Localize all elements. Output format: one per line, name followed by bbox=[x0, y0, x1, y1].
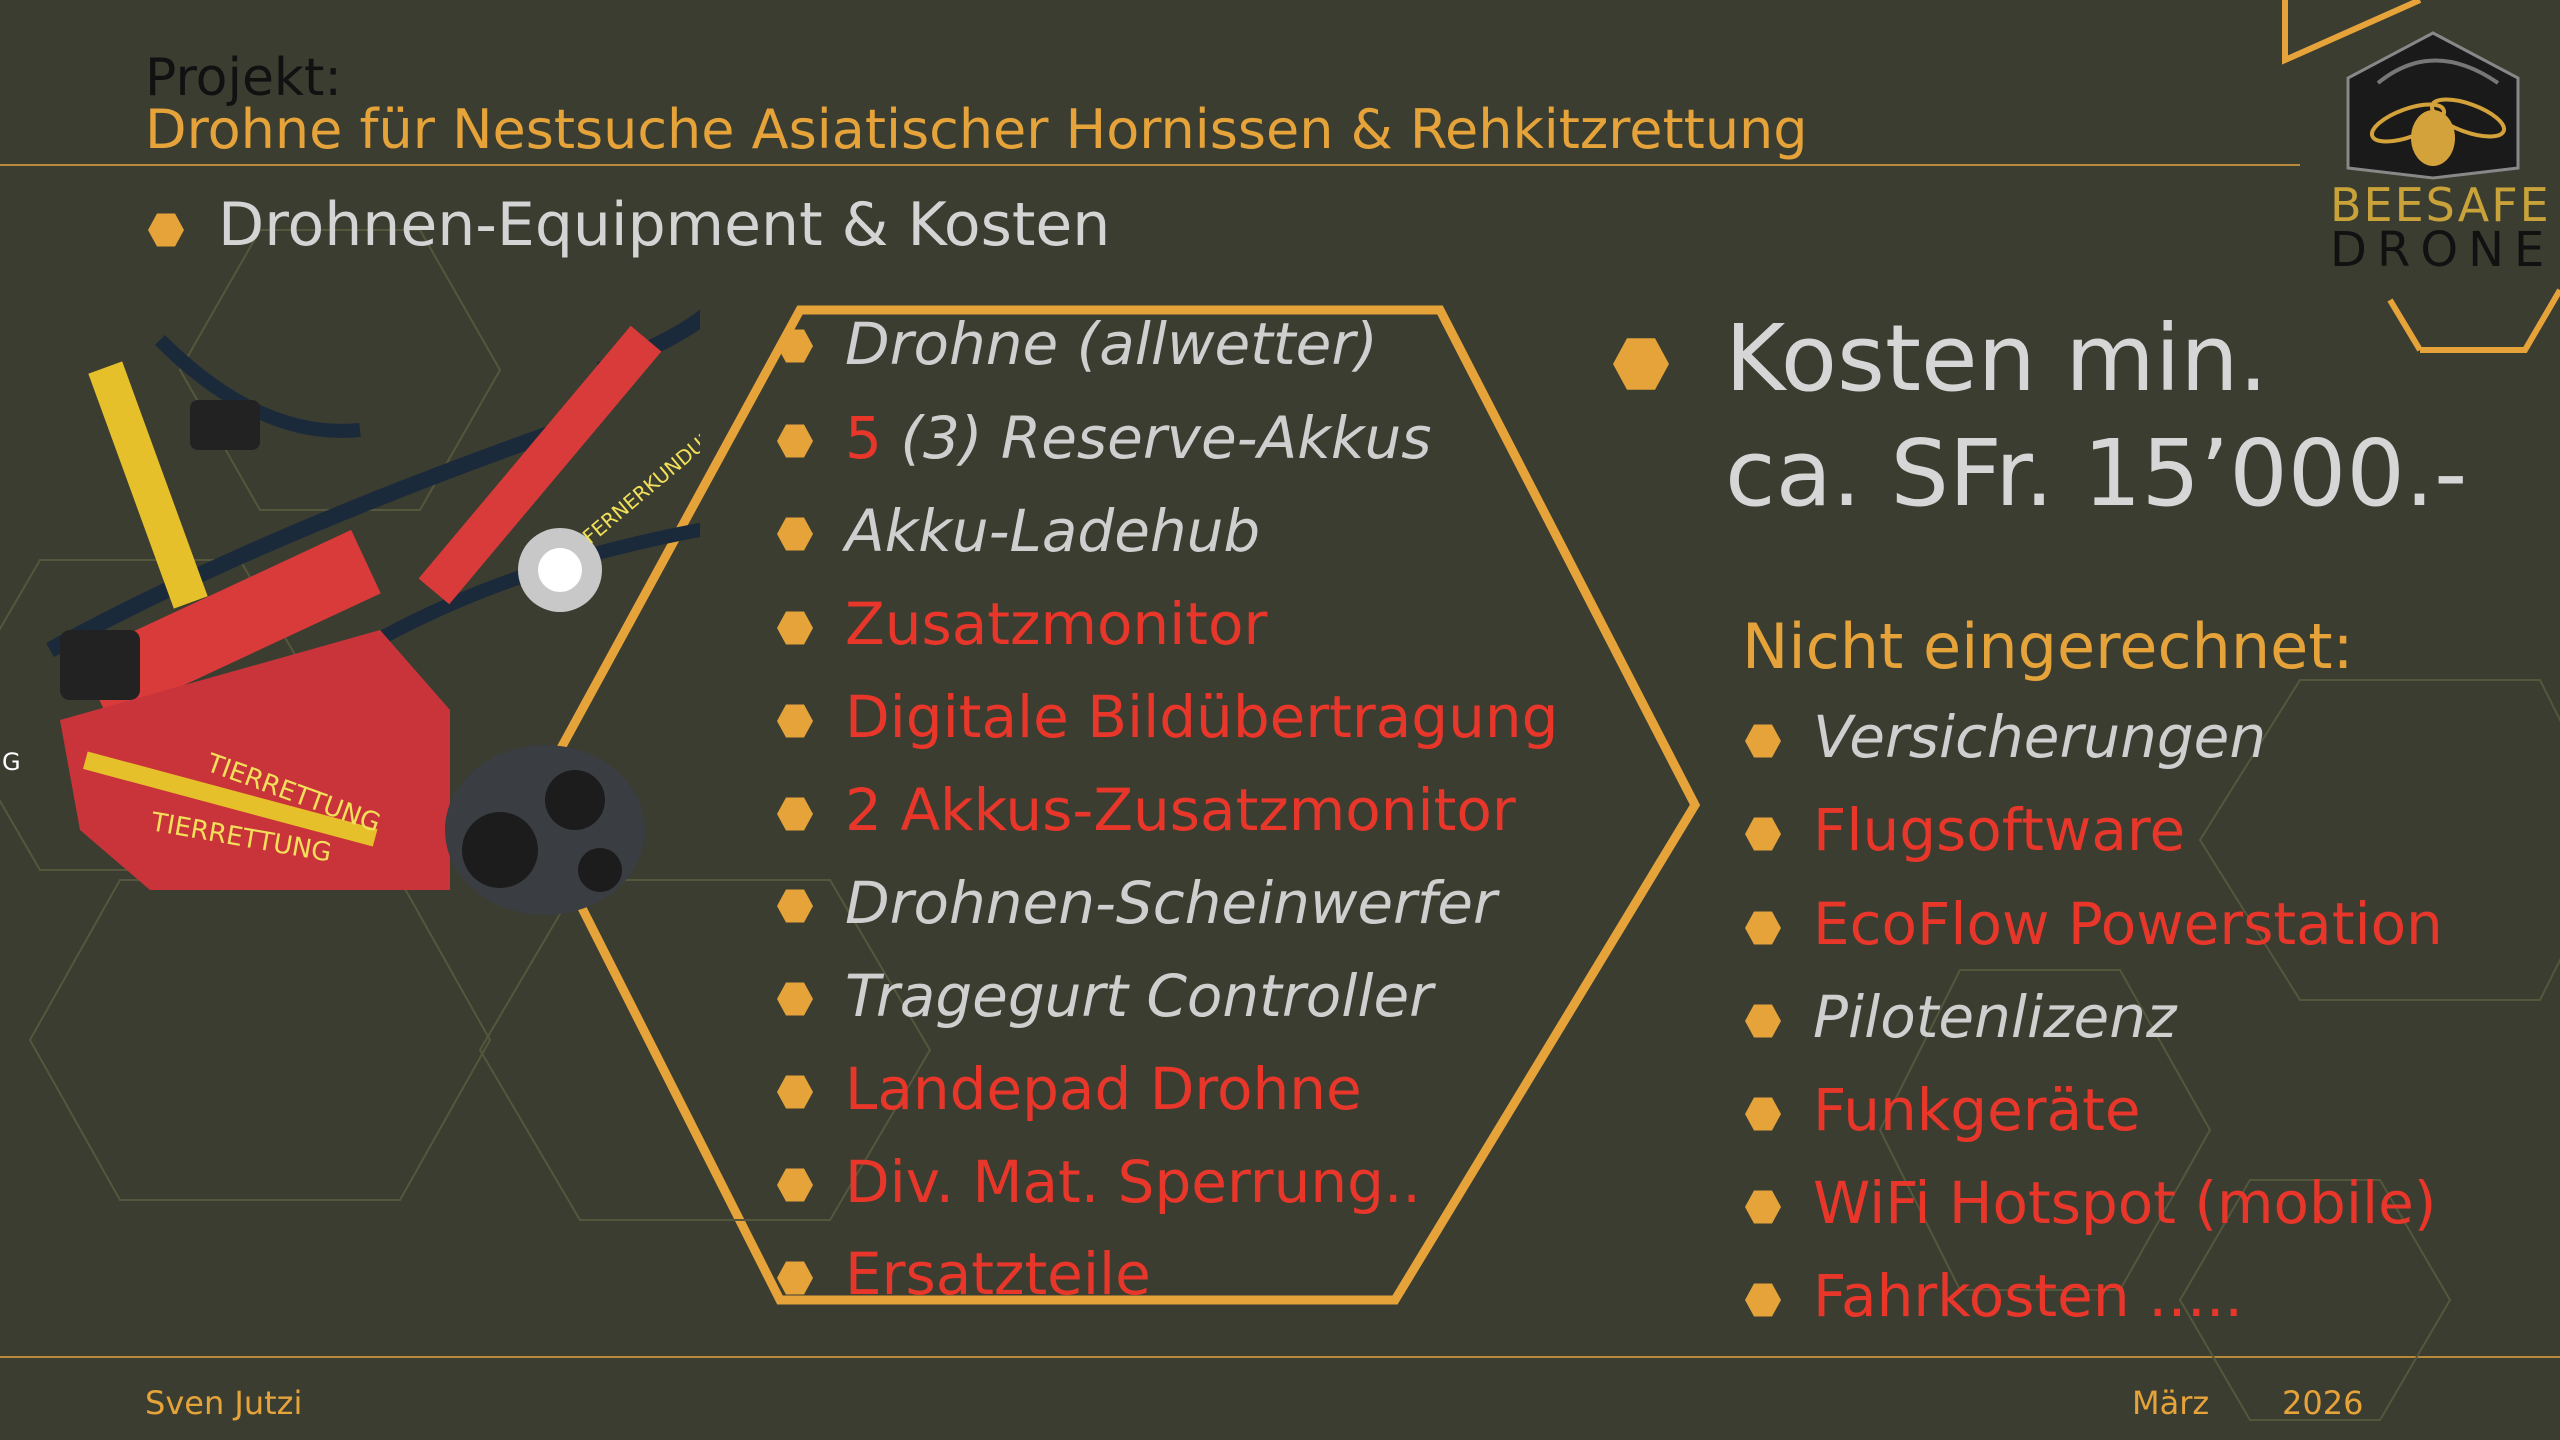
bullet-icon bbox=[1745, 817, 1781, 851]
beesafe-logo bbox=[2318, 28, 2548, 278]
cost-line-2: ca. SFr. 15’000.- bbox=[1725, 420, 2468, 527]
bullet-icon bbox=[1745, 911, 1781, 945]
drone-illustration: TIERRETTUNG TIERRETTUNG FERNERKUNDUNG G bbox=[2, 309, 700, 915]
bullet-icon bbox=[777, 982, 813, 1016]
logo-text-drone: DRONE bbox=[2330, 222, 2555, 278]
bullet-icon bbox=[1745, 724, 1781, 758]
section-title: Drohnen-Equipment & Kosten bbox=[218, 190, 1111, 260]
bullet-icon bbox=[777, 889, 813, 923]
logo-drone-icon bbox=[2346, 31, 2520, 180]
equipment-item-text: Zusatzmonitor bbox=[845, 590, 1268, 658]
not-included-item-3: EcoFlow Powerstation bbox=[1813, 890, 2443, 958]
logo-text-beesafe: BEESAFE bbox=[2330, 178, 2551, 232]
equipment-item-text: 2 Akkus-Zusatzmonitor bbox=[845, 776, 1516, 844]
drone-label-side-letter: G bbox=[2, 748, 21, 776]
bullet-icon bbox=[777, 611, 813, 645]
equipment-item-10: Div. Mat. Sperrung.. bbox=[845, 1148, 1421, 1216]
equipment-item-text: Landepad Drohne bbox=[845, 1055, 1362, 1123]
bullet-icon bbox=[777, 797, 813, 831]
bullet-icon bbox=[777, 517, 813, 551]
not-included-item-text: Versicherungen bbox=[1813, 703, 2267, 771]
section-bullet-icon bbox=[148, 213, 184, 247]
equipment-item-text: Ersatzteile bbox=[845, 1240, 1151, 1308]
equipment-item-9: Landepad Drohne bbox=[845, 1055, 1362, 1123]
footer-year: 2026 bbox=[2282, 1384, 2364, 1422]
footer-author: Sven Jutzi bbox=[145, 1384, 303, 1422]
equipment-item-text: (3) Reserve-Akkus bbox=[881, 404, 1432, 472]
not-included-item-5: Funkgeräte bbox=[1813, 1076, 2141, 1144]
equipment-item-text: Digitale Bildübertragung bbox=[845, 683, 1559, 751]
equipment-item-6: 2 Akkus-Zusatzmonitor bbox=[845, 776, 1516, 844]
not-included-title: Nicht eingerechnet: bbox=[1742, 610, 2354, 683]
not-included-item-text: Funkgeräte bbox=[1813, 1076, 2141, 1144]
equipment-item-7: Drohnen-Scheinwerfer bbox=[845, 869, 1497, 937]
not-included-item-7: Fahrkosten ….. bbox=[1813, 1262, 2243, 1330]
cost-bullet-icon bbox=[1613, 338, 1669, 390]
not-included-item-text: Flugsoftware bbox=[1813, 796, 2186, 864]
equipment-item-text: Drohne (allwetter) bbox=[845, 310, 1378, 378]
equipment-item-8: Tragegurt Controller bbox=[845, 962, 1433, 1030]
not-included-item-4: Pilotenlizenz bbox=[1813, 983, 2176, 1051]
not-included-item-1: Versicherungen bbox=[1813, 703, 2266, 771]
equipment-item-2: 5 (3) Reserve-Akkus bbox=[845, 404, 1431, 472]
equipment-item-4: Zusatzmonitor bbox=[845, 590, 1267, 658]
not-included-item-text: Fahrkosten ….. bbox=[1813, 1262, 2243, 1330]
project-label: Projekt: bbox=[145, 48, 342, 108]
equipment-item-text: Drohnen-Scheinwerfer bbox=[845, 869, 1497, 937]
equipment-item-text: Akku-Ladehub bbox=[845, 497, 1261, 565]
equipment-item-1: Drohne (allwetter) bbox=[845, 310, 1378, 378]
equipment-item-3: Akku-Ladehub bbox=[845, 497, 1260, 565]
not-included-item-text: WiFi Hotspot (mobile) bbox=[1813, 1169, 2437, 1237]
equipment-item-5: Digitale Bildübertragung bbox=[845, 683, 1558, 751]
project-title: Drohne für Nestsuche Asiatischer Horniss… bbox=[145, 98, 1808, 161]
equipment-item-text: Tragegurt Controller bbox=[845, 962, 1433, 1030]
not-included-item-2: Flugsoftware bbox=[1813, 796, 2185, 864]
footer-month: März bbox=[2132, 1384, 2210, 1422]
cost-line-1: Kosten min. bbox=[1725, 305, 2268, 412]
not-included-item-text: Pilotenlizenz bbox=[1813, 983, 2177, 1051]
bullet-icon bbox=[777, 704, 813, 738]
equipment-item-prefix: 5 bbox=[845, 404, 882, 472]
not-included-item-text: EcoFlow Powerstation bbox=[1813, 890, 2443, 958]
equipment-item-11: Ersatzteile bbox=[845, 1240, 1151, 1308]
equipment-item-text: Div. Mat. Sperrung.. bbox=[845, 1148, 1421, 1216]
not-included-item-6: WiFi Hotspot (mobile) bbox=[1813, 1169, 2436, 1237]
